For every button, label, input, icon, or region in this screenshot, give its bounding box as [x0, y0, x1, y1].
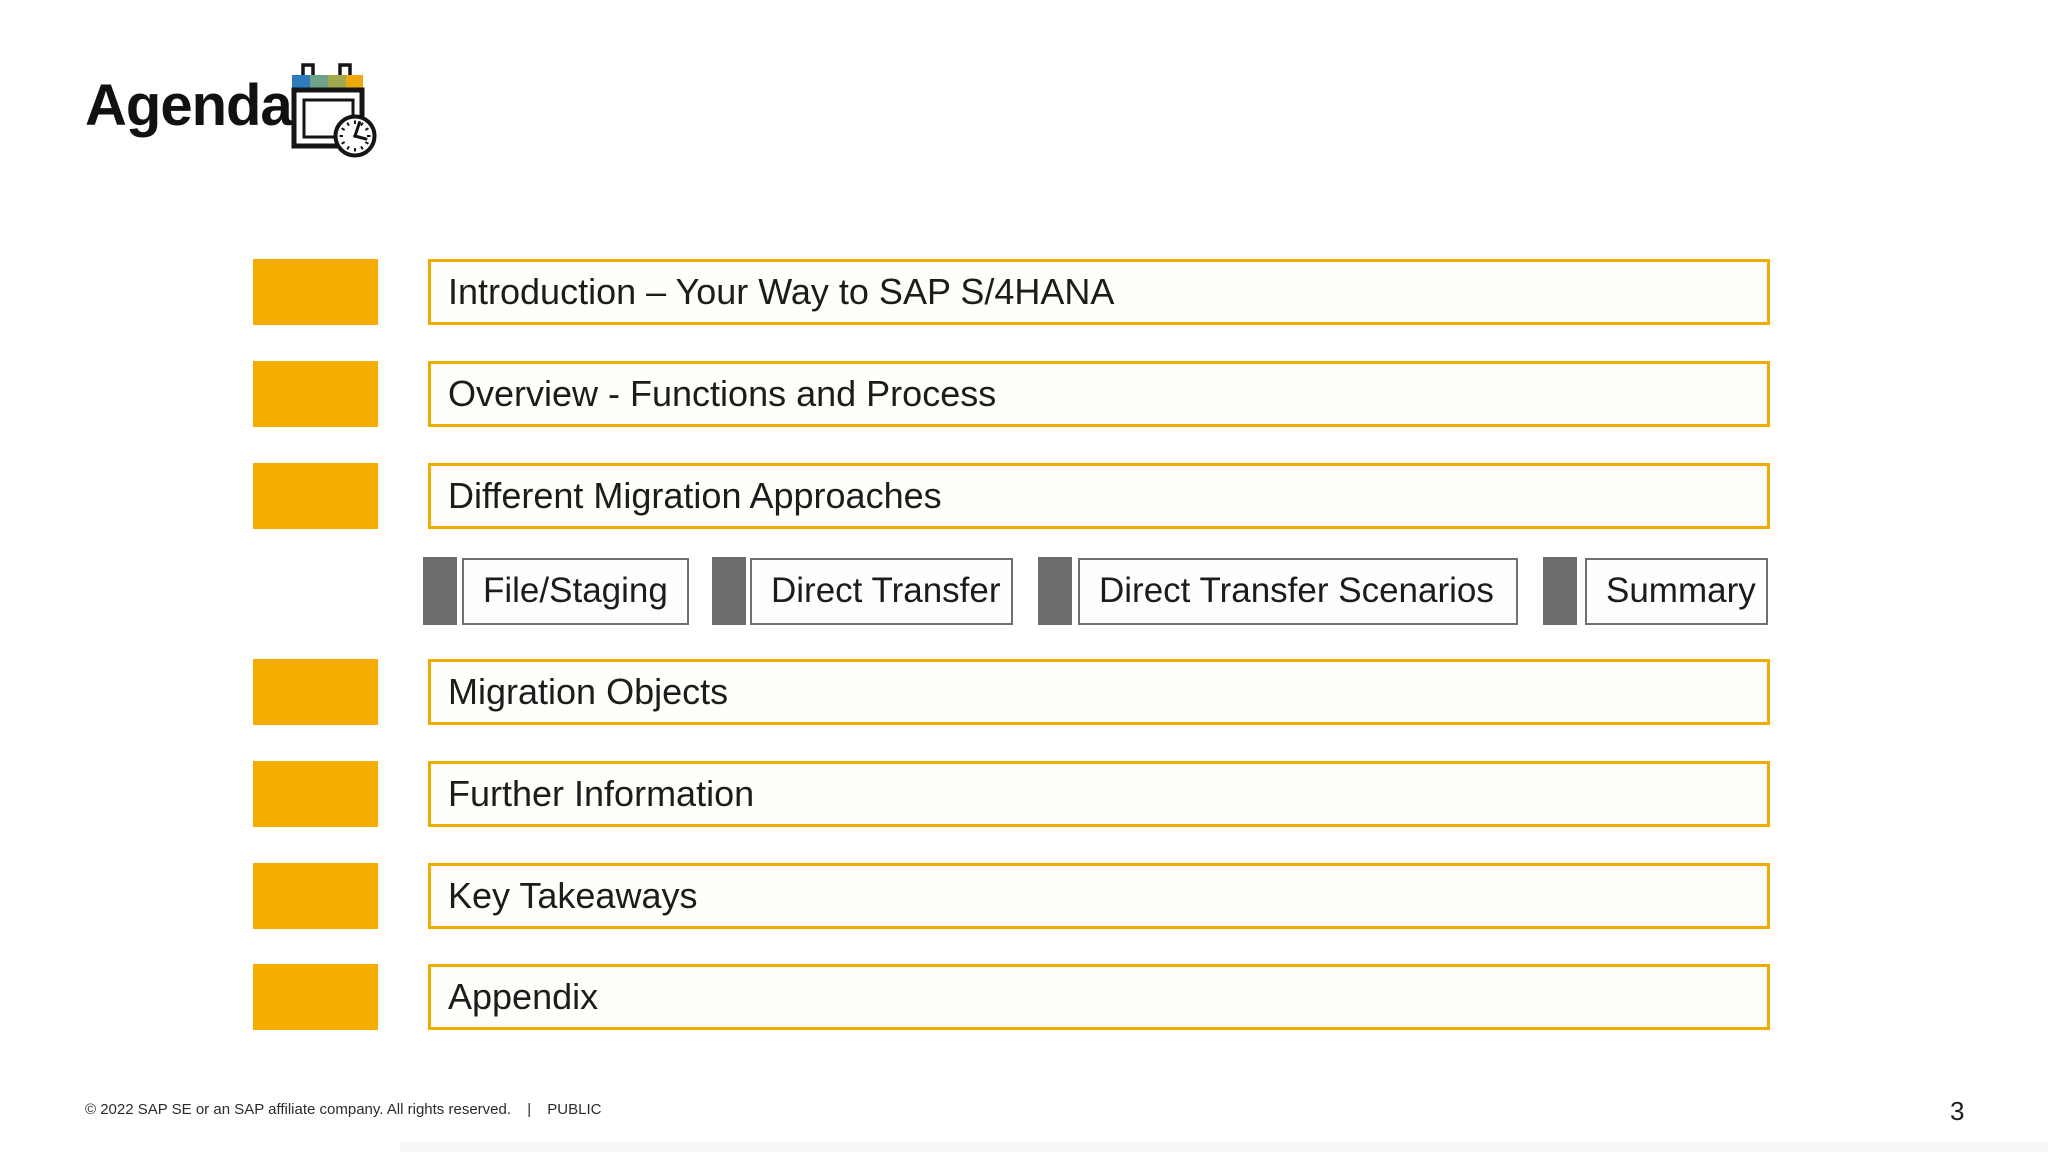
- sub-item-box: Summary: [1585, 558, 1768, 625]
- agenda-item-box: Appendix: [428, 964, 1770, 1030]
- footer-copyright: © 2022 SAP SE or an SAP affiliate compan…: [85, 1101, 512, 1118]
- sub-item-marker: [712, 557, 746, 625]
- agenda-item-marker: [253, 761, 378, 827]
- sub-item-marker: [1543, 557, 1577, 625]
- sub-item-box: Direct Transfer: [750, 558, 1013, 625]
- agenda-item-marker: [253, 463, 378, 529]
- agenda-item-marker: [253, 361, 378, 427]
- footer-separator: |: [527, 1101, 532, 1118]
- footer: © 2022 SAP SE or an SAP affiliate compan…: [85, 1101, 601, 1118]
- calendar-clock-icon: [291, 63, 377, 158]
- agenda-item-marker: [253, 259, 378, 325]
- page-number: 3: [1950, 1096, 1965, 1126]
- agenda-item-box: Migration Objects: [428, 659, 1770, 725]
- agenda-item-marker: [253, 863, 378, 929]
- agenda-item-marker: [253, 964, 378, 1030]
- agenda-item-box: Key Takeaways: [428, 863, 1770, 929]
- agenda-item-box: Overview - Functions and Process: [428, 361, 1770, 427]
- bottom-edge-strip: [400, 1141, 2048, 1152]
- agenda-item-marker: [253, 659, 378, 725]
- page-title: Agenda: [85, 73, 293, 138]
- agenda-item-box: Further Information: [428, 761, 1770, 827]
- agenda-item-box: Different Migration Approaches: [428, 463, 1770, 529]
- sub-item-marker: [423, 557, 457, 625]
- agenda-item-box: Introduction – Your Way to SAP S/4HANA: [428, 259, 1770, 325]
- footer-classification: PUBLIC: [547, 1101, 602, 1118]
- sub-item-box: File/Staging: [462, 558, 689, 625]
- sub-item-marker: [1038, 557, 1072, 625]
- sub-item-box: Direct Transfer Scenarios: [1078, 558, 1518, 625]
